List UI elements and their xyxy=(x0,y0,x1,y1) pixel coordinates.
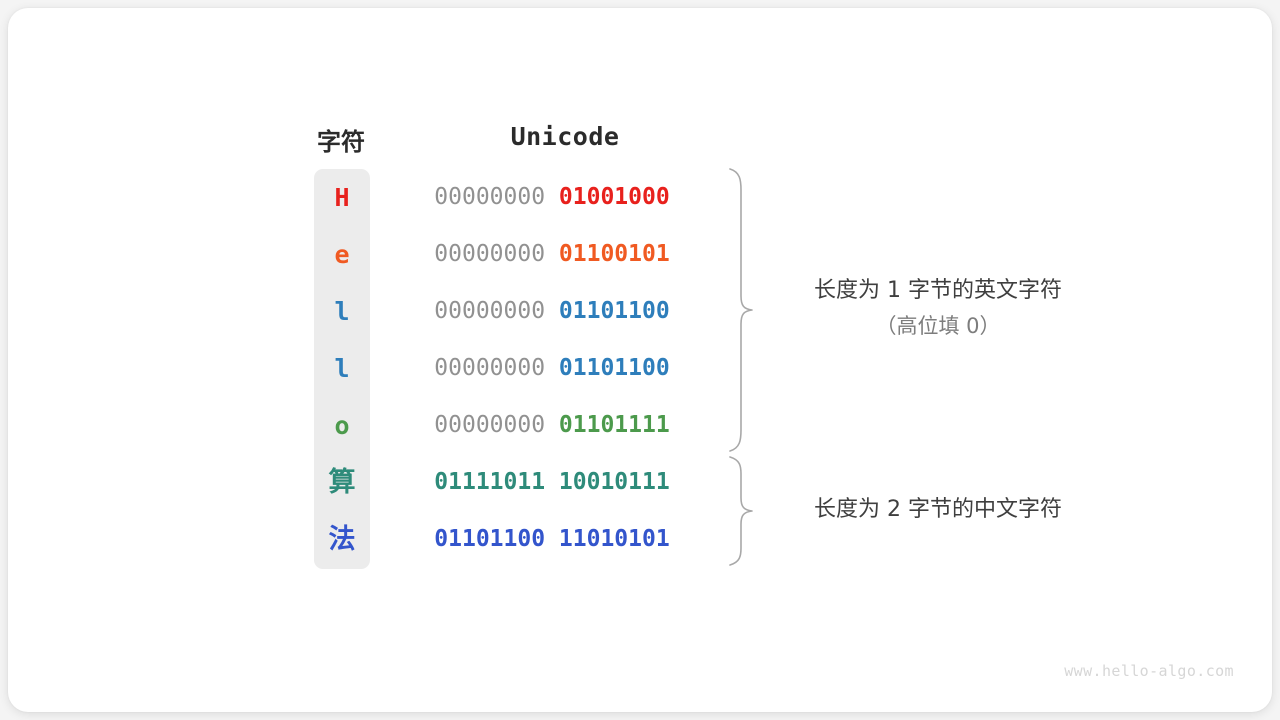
table-row: l 00000000 01101100 xyxy=(314,283,734,340)
value-bits: 01111011 10010111 xyxy=(434,469,670,495)
row-character: 法 xyxy=(328,524,356,555)
column-header-character: 字符 xyxy=(317,128,365,156)
table-row: e 00000000 01100101 xyxy=(314,226,734,283)
annotation-latin-line1: 长度为 1 字节的英文字符 xyxy=(814,278,1062,303)
annotation-latin-line2: （高位填 0） xyxy=(875,314,1001,338)
row-character: e xyxy=(334,240,350,269)
value-bits: 01101100 xyxy=(558,298,670,324)
table-row: 算 01111011 10010111 xyxy=(314,454,734,511)
padding-bits: 00000000 xyxy=(434,241,546,267)
watermark: www.hello-algo.com xyxy=(1064,662,1234,680)
row-character: H xyxy=(334,183,350,212)
row-bits: 00000000 01001000 xyxy=(370,169,734,226)
value-bits: 01001000 xyxy=(558,184,670,210)
padding-bits: 00000000 xyxy=(434,184,546,210)
annotation-cjk: 长度为 2 字节的中文字符 xyxy=(778,492,1098,528)
row-character: o xyxy=(334,411,350,440)
value-bits: 01101100 xyxy=(558,355,670,381)
annotation-cjk-line1: 长度为 2 字节的中文字符 xyxy=(814,497,1062,522)
row-bits: 00000000 01100101 xyxy=(370,226,734,283)
value-bits: 01101111 xyxy=(558,412,670,438)
table-row: H 00000000 01001000 xyxy=(314,169,734,226)
row-bits: 01101100 11010101 xyxy=(370,511,734,568)
padding-bits: 00000000 xyxy=(434,298,546,324)
brace-latin xyxy=(729,168,753,452)
row-character: 算 xyxy=(328,467,356,498)
table-row: 法 01101100 11010101 xyxy=(314,511,734,568)
table-row: l 00000000 01101100 xyxy=(314,340,734,397)
row-bits: 00000000 01101100 xyxy=(370,340,734,397)
row-character: l xyxy=(334,297,350,326)
value-bits: 01100101 xyxy=(558,241,670,267)
table-row: o 00000000 01101111 xyxy=(314,397,734,454)
row-bits: 00000000 01101111 xyxy=(370,397,734,454)
brace-cjk xyxy=(729,456,753,566)
row-bits: 00000000 01101100 xyxy=(370,283,734,340)
row-bits: 01111011 10010111 xyxy=(370,454,734,511)
padding-bits: 00000000 xyxy=(434,355,546,381)
row-character: l xyxy=(334,354,350,383)
figure-card: 字符 Unicode H 00000000 01001000 e 0000000… xyxy=(8,8,1272,712)
padding-bits: 00000000 xyxy=(434,412,546,438)
annotation-latin: 长度为 1 字节的英文字符 （高位填 0） xyxy=(778,273,1098,343)
value-bits: 01101100 11010101 xyxy=(434,526,670,552)
character-column-background xyxy=(314,169,370,569)
column-header-unicode: Unicode xyxy=(510,122,620,151)
